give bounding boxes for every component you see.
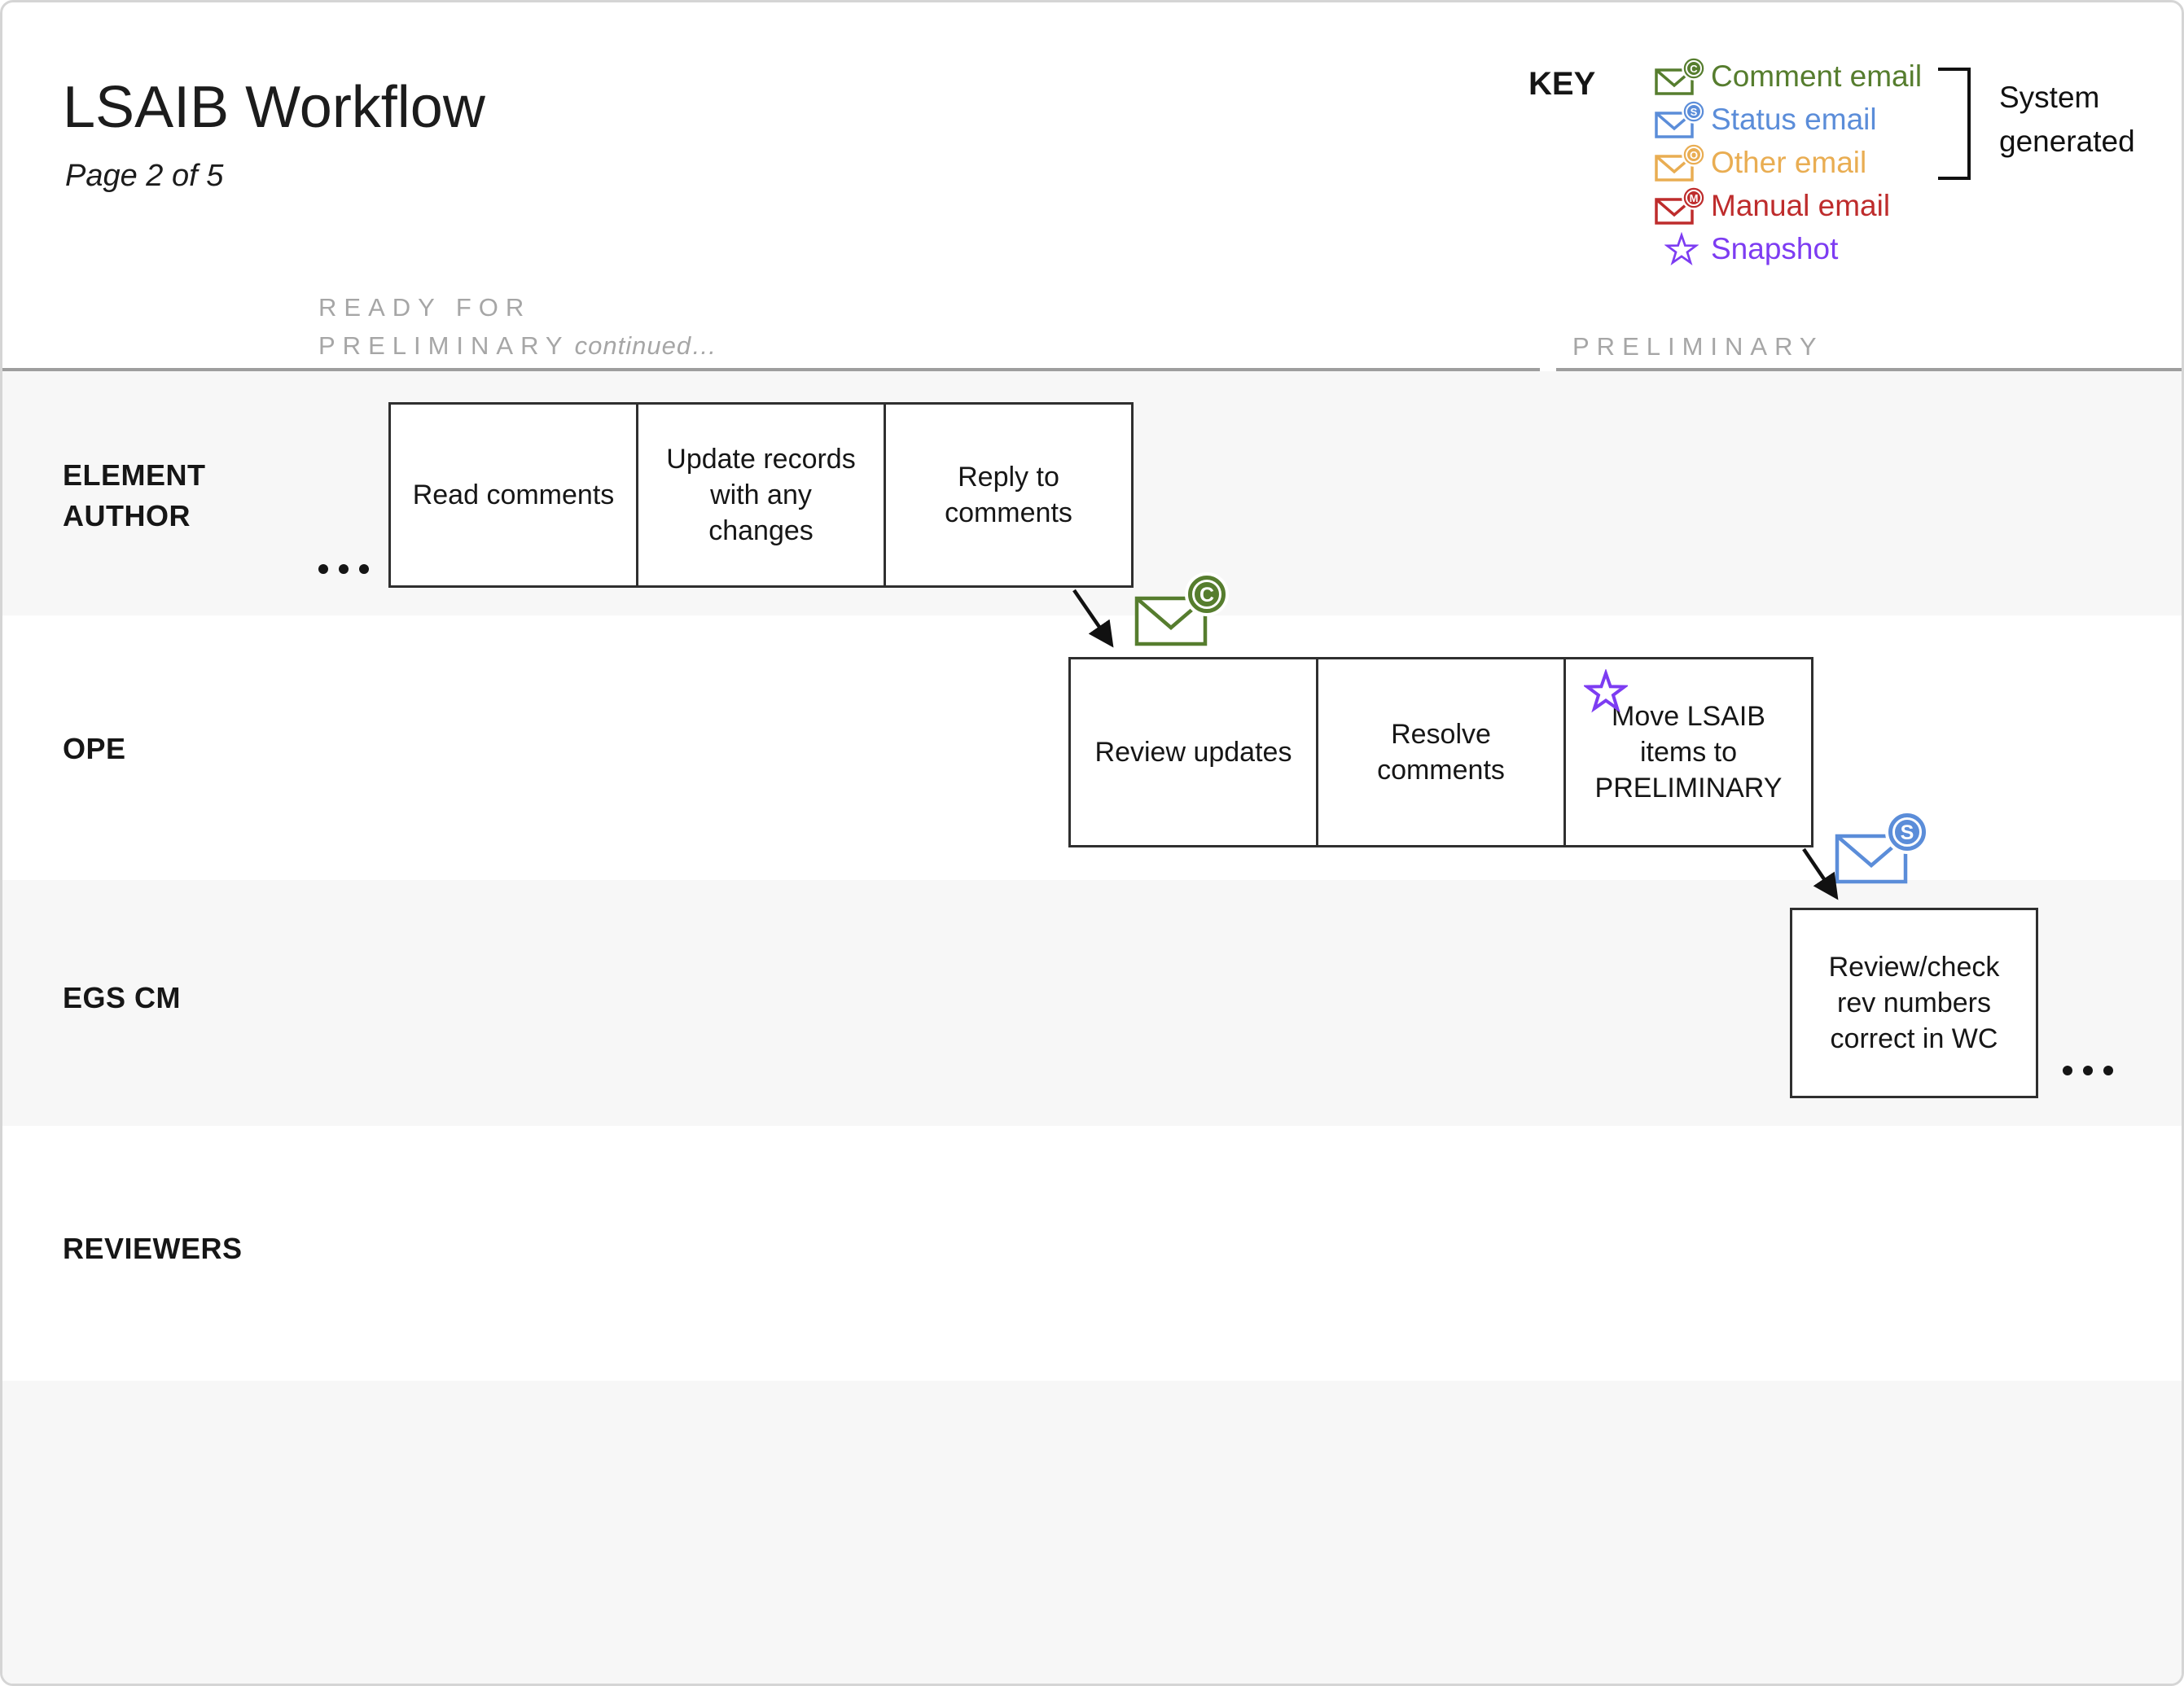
- key-title: KEY: [1528, 66, 1596, 102]
- status-email-icon: S: [1652, 99, 1711, 139]
- phase-divider-line-right: [1556, 368, 2182, 371]
- key-legend: C Comment email S Status email: [1652, 55, 1922, 270]
- step-review-check-rev-numbers: Review/check rev numbers correct in WC: [1790, 908, 2038, 1098]
- step-move-lsaib-items: Move LSAIB items to PRELIMINARY: [1563, 659, 1811, 845]
- element-author-step-row: Read comments Update records with any ch…: [388, 402, 1134, 588]
- step-review-updates: Review updates: [1094, 736, 1292, 768]
- key-item-label: Other email: [1711, 145, 1867, 179]
- lane-label-egs-cm: EGS CM: [63, 981, 182, 1014]
- system-generated-label: System generated: [1999, 81, 2135, 158]
- key-item-status-email: S Status email: [1652, 98, 1922, 141]
- key-item-label: Snapshot: [1711, 231, 1839, 265]
- lane-label-ope: OPE: [63, 732, 126, 765]
- phase-preliminary: PRELIMINARY: [1572, 332, 1824, 361]
- swimlane-reviewers: [2, 1126, 2182, 1381]
- svg-text:O: O: [1690, 149, 1698, 161]
- key-item-comment-email: C Comment email: [1652, 55, 1922, 98]
- svg-text:S: S: [1901, 821, 1914, 844]
- step-read-comments: Read comments: [412, 479, 615, 510]
- key-item-manual-email: M Manual email: [1652, 184, 1922, 227]
- key-item-label: Comment email: [1711, 59, 1923, 93]
- step-resolve-comments: Resolve comments: [1316, 659, 1563, 845]
- svg-text:C: C: [1199, 584, 1214, 607]
- page-indicator: Page 2 of 5: [65, 159, 224, 193]
- system-generated-bracket: [1938, 68, 1971, 180]
- status-email-icon: S: [1835, 810, 1931, 889]
- snapshot-star-icon: [1582, 668, 1629, 717]
- svg-text:M: M: [1690, 192, 1699, 204]
- step-update-records: Update records with any changes: [636, 405, 884, 585]
- snapshot-star-icon: [1652, 231, 1711, 266]
- other-email-icon: O: [1652, 142, 1711, 182]
- svg-text:S: S: [1691, 106, 1698, 118]
- phase-divider-line-left: [2, 368, 1540, 371]
- ope-step-row: Review updates Resolve comments Move LSA…: [1068, 657, 1813, 847]
- svg-text:C: C: [1690, 63, 1698, 75]
- key-item-label: Manual email: [1711, 188, 1891, 222]
- comment-email-icon: C: [1134, 572, 1230, 651]
- page-title: LSAIB Workflow: [63, 75, 485, 140]
- comment-email-icon: C: [1652, 56, 1711, 96]
- phase-continued-note: continued…: [574, 331, 718, 360]
- key-item-other-email: O Other email: [1652, 141, 1922, 184]
- swimlane-footer-strip: [2, 1381, 2182, 1684]
- lane-label-reviewers: REVIEWERS: [63, 1232, 243, 1265]
- continuation-dots-element-author: …: [318, 564, 369, 574]
- continuation-dots-egs-cm: …: [2063, 1066, 2113, 1075]
- key-item-snapshot: Snapshot: [1652, 227, 1922, 270]
- step-reply-to-comments: Reply to comments: [884, 405, 1131, 585]
- manual-email-icon: M: [1652, 186, 1711, 226]
- key-item-label: Status email: [1711, 102, 1877, 136]
- lane-label-element-author: ELEMENT AUTHOR: [63, 458, 206, 533]
